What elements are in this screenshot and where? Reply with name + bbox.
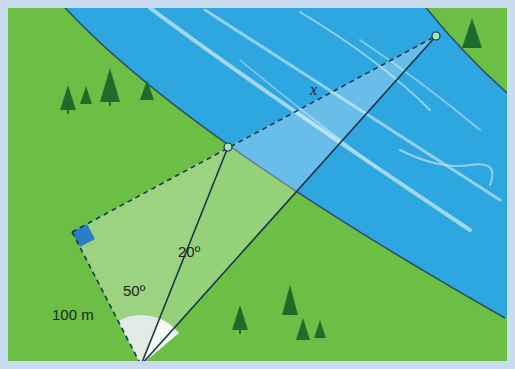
dimension-label: 100 m [52, 307, 94, 322]
unknown-distance-label: x [310, 82, 317, 98]
angle-label: 20º [178, 244, 200, 259]
angle-label: 50º [123, 283, 145, 298]
